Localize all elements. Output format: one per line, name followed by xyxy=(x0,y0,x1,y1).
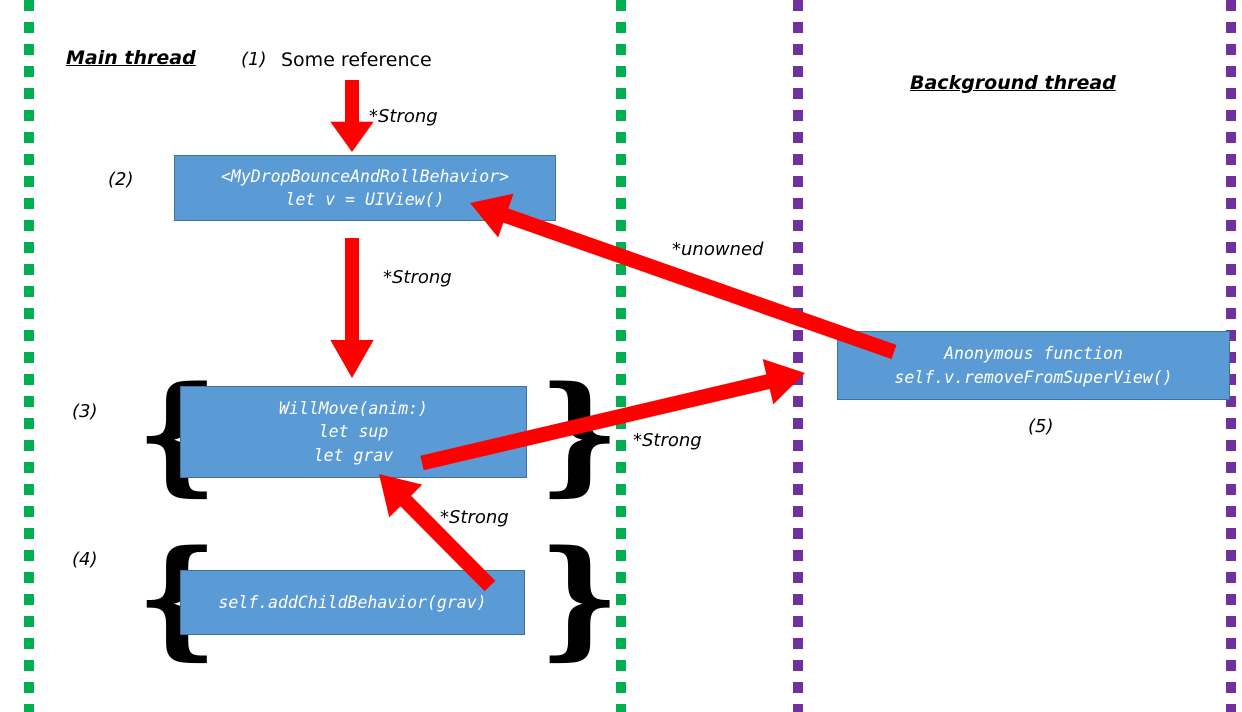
arrow-arrow-behavior-to-willmove xyxy=(330,238,374,378)
arrow-label-strong-2: *Strong xyxy=(383,267,452,288)
background-thread-title: Background thread xyxy=(910,72,1116,94)
brace-group-4-right: } xyxy=(538,523,621,673)
lane-main-thread-left-edge xyxy=(24,0,34,712)
step-number-3: (3) xyxy=(72,401,98,422)
step-number-5: (5) xyxy=(1028,416,1054,437)
some-reference-label: Some reference xyxy=(281,49,432,71)
code-line: let v = UIView() xyxy=(285,190,445,209)
code-line: Anonymous function xyxy=(944,344,1123,364)
step-number-1: (1) xyxy=(241,49,267,70)
code-line: WillMove(anim:) xyxy=(278,398,428,418)
code-line: let sup xyxy=(318,422,389,442)
arrow-label-strong-1: *Strong xyxy=(369,106,438,127)
main-thread-title: Main thread xyxy=(66,47,196,69)
arrow-arrow-ref-to-behavior xyxy=(330,80,374,152)
step-number-4: (4) xyxy=(72,549,98,570)
arrow-label-unowned: *unowned xyxy=(672,239,764,260)
lane-background-thread-left-edge xyxy=(793,0,803,712)
code-line: let grav xyxy=(313,445,394,465)
lane-background-thread-right-edge xyxy=(1226,0,1236,712)
brace-group-3-right: } xyxy=(538,359,621,509)
step-number-2: (2) xyxy=(108,169,134,190)
arrow-label-strong-3: *Strong xyxy=(633,430,702,451)
code-box-behavior[interactable]: <MyDropBounceAndRollBehavior> let v = UI… xyxy=(174,155,556,221)
code-line: self.addChildBehavior(grav) xyxy=(218,592,487,612)
code-line: self.v.removeFromSuperView() xyxy=(894,367,1173,387)
code-box-willmove[interactable]: WillMove(anim:) let sup let grav xyxy=(180,386,527,478)
arrow-label-strong-4: *Strong xyxy=(440,507,509,528)
code-box-addchildbehavior[interactable]: self.addChildBehavior(grav) xyxy=(180,570,525,635)
code-line: <MyDropBounceAndRollBehavior> xyxy=(220,166,510,186)
code-box-anonymous-function[interactable]: Anonymous function self.v.removeFromSupe… xyxy=(837,331,1230,400)
